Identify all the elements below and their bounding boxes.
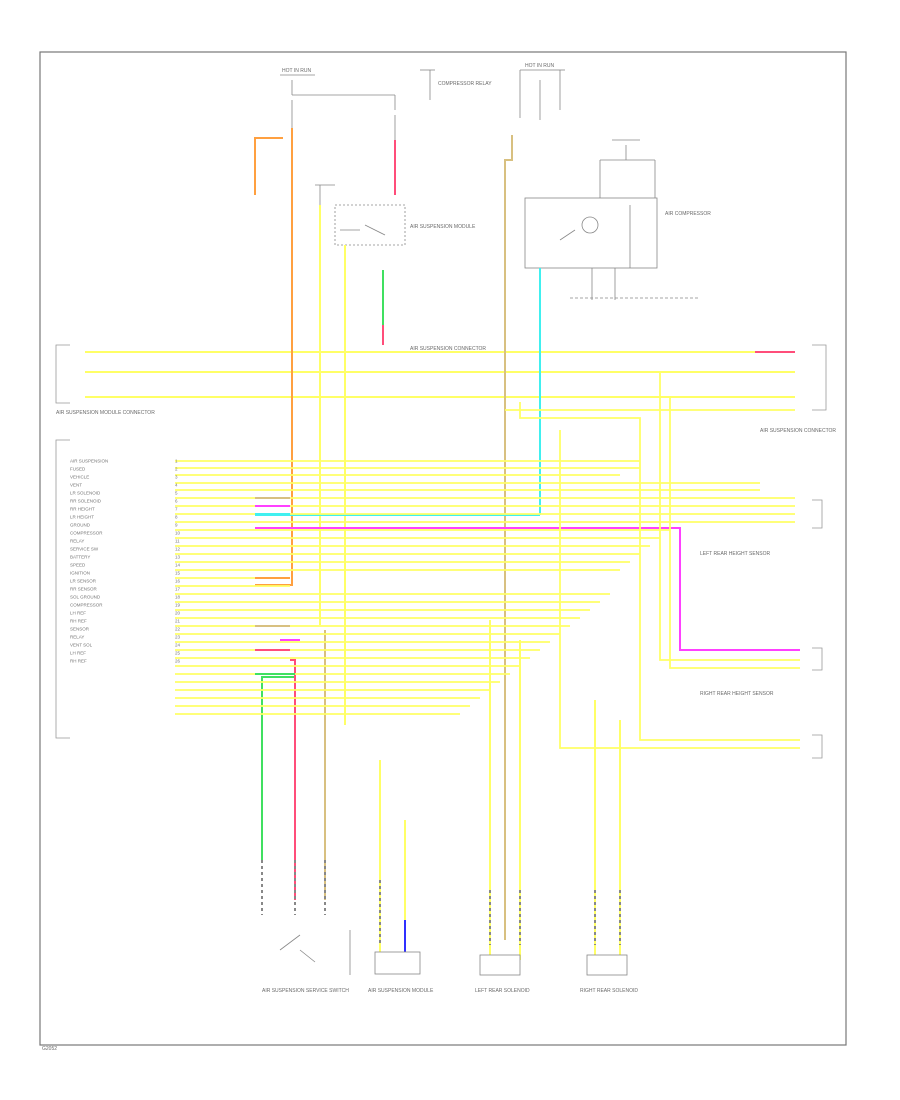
pin-number: 1 <box>175 459 178 464</box>
fuse-box-top-left-label: HOT IN RUN <box>282 68 311 74</box>
pin-number: 5 <box>175 491 178 496</box>
pin-label: LH REF <box>70 651 86 656</box>
pin-number: 17 <box>175 587 181 592</box>
pin-label: LH REF <box>70 611 86 616</box>
pin-label: RR HEIGHT <box>70 507 95 512</box>
pin-label: FUSED <box>70 467 86 472</box>
top-yellow-bus <box>85 351 795 398</box>
pin-number: 8 <box>175 515 178 520</box>
pin-label: LR SOLENOID <box>70 491 101 496</box>
service-switch-label: AIR SUSPENSION SERVICE SWITCH <box>262 988 349 994</box>
pin-label: LR SENSOR <box>70 579 97 584</box>
pin-label: BATTERY <box>70 555 90 560</box>
pin-label: SPEED <box>70 563 86 568</box>
right-connector-bracket <box>812 344 827 759</box>
pin-number: 15 <box>175 571 181 576</box>
pin-number: 21 <box>175 619 181 624</box>
pin-number: 20 <box>175 611 181 616</box>
pin-number: 16 <box>175 579 181 584</box>
pin-color-tags <box>255 497 295 675</box>
footer-code: G2052 <box>42 1046 57 1052</box>
pin-number: 2 <box>175 467 178 472</box>
connector-caption-right: AIR SUSPENSION CONNECTOR <box>760 428 836 434</box>
fuse-box-top-right-label: HOT IN RUN <box>525 63 554 69</box>
air-suspension-connector-label: AIR SUSPENSION CONNECTOR <box>410 346 486 352</box>
pin-number: 26 <box>175 659 181 664</box>
pin-number: 10 <box>175 531 181 536</box>
pin-number: 6 <box>175 499 178 504</box>
pin-label: SOL GROUND <box>70 595 101 600</box>
service-switch <box>279 930 351 975</box>
bottom-connector-stubs <box>261 860 621 945</box>
pin-number: 25 <box>175 651 181 656</box>
pin-label: RH REF <box>70 659 87 664</box>
pin-label: SENSOR <box>70 627 90 632</box>
height-sensor-right-label: RIGHT REAR HEIGHT SENSOR <box>700 691 774 697</box>
air-compressor-label: AIR COMPRESSOR <box>665 211 711 217</box>
connector-caption-left: AIR SUSPENSION MODULE CONNECTOR <box>56 410 155 416</box>
pin-number: 4 <box>175 483 178 488</box>
pin-number: 13 <box>175 555 181 560</box>
left-rear-solenoid <box>479 954 521 976</box>
pin-label: RELAY <box>70 635 84 640</box>
pin-label: RH REF <box>70 619 87 624</box>
pin-number: 24 <box>175 643 181 648</box>
top-right-fuse-area <box>519 69 700 300</box>
left-rear-solenoid-label: LEFT REAR SOLENOID <box>475 988 530 994</box>
pin-number: 12 <box>175 547 181 552</box>
diagram-frame <box>39 51 847 1046</box>
pin-label: VENT <box>70 483 82 488</box>
pin-label: LR HEIGHT <box>70 515 94 520</box>
pin-label: AIR SUSPENSION <box>70 459 108 464</box>
pin-number: 7 <box>175 507 178 512</box>
pin-label: VEHICLE <box>70 475 89 480</box>
pin-number: 11 <box>175 539 180 544</box>
right-bus-wires <box>505 372 800 749</box>
vertical-wires <box>254 128 800 960</box>
pin-label: RR SOLENOID <box>70 499 102 504</box>
air-compressor-connector-label: AIR SUSPENSION MODULE <box>368 988 434 994</box>
pin-label: SERVICE SW <box>70 547 99 552</box>
pin-label: COMPRESSOR <box>70 603 103 608</box>
pin-label: COMPRESSOR <box>70 531 103 536</box>
suspension-module-label: AIR SUSPENSION MODULE <box>410 224 476 230</box>
pin-label: IGNITION <box>70 571 90 576</box>
right-rear-solenoid <box>586 954 628 976</box>
height-sensor-left-label: LEFT REAR HEIGHT SENSOR <box>700 551 770 557</box>
pin-label: GROUND <box>70 523 91 528</box>
pin-number: 18 <box>175 595 181 600</box>
pin-number: 23 <box>175 635 181 640</box>
pin-number: 22 <box>175 627 181 632</box>
compressor-relay-label: COMPRESSOR RELAY <box>438 81 492 87</box>
right-rear-solenoid-label: RIGHT REAR SOLENOID <box>580 988 638 994</box>
pin-label: VENT SOL <box>70 643 93 648</box>
air-compressor-connector <box>374 951 421 975</box>
pin-number: 19 <box>175 603 181 608</box>
pin-label: RELAY <box>70 539 84 544</box>
pin-number: 14 <box>175 563 181 568</box>
pin-number: 9 <box>175 523 178 528</box>
pin-number: 3 <box>175 475 178 480</box>
pin-label: RR SENSOR <box>70 587 98 592</box>
top-left-fuse-area <box>280 69 435 246</box>
left-connector-bracket <box>55 344 70 739</box>
